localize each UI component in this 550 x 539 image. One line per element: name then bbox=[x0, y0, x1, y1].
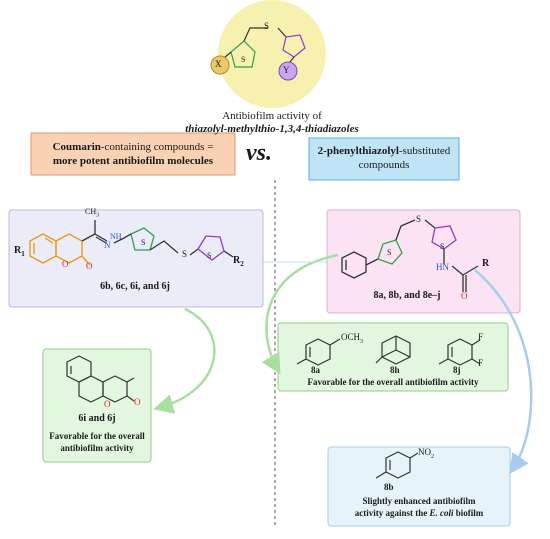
coumarin-compounds-label: 6b, 6c, 6i, and 6j bbox=[100, 281, 170, 292]
r-label: R bbox=[482, 258, 490, 269]
nitro-desc-pre: activity against the bbox=[354, 508, 430, 518]
caption-line2: thiazolyl-methylthio-1,3,4-thiadiazoles bbox=[185, 123, 359, 135]
fluoro-label-2: F bbox=[478, 358, 484, 368]
label-8h: 8h bbox=[390, 365, 400, 375]
substituent-8h-structure bbox=[375, 335, 411, 365]
vs-label: vs. bbox=[246, 140, 272, 166]
header-circle bbox=[218, 0, 326, 108]
amide-hn-label: HN bbox=[436, 262, 449, 272]
phenyl-thiazole-s-label: S bbox=[387, 248, 392, 257]
header-s-label: S bbox=[264, 21, 270, 31]
coumarin-carbonyl-o-label: O bbox=[86, 261, 93, 271]
thiazole-s-label: S bbox=[141, 238, 146, 247]
coumarin-o-label: O bbox=[62, 259, 69, 269]
linker-s-label: S bbox=[182, 249, 188, 259]
naphtho-desc-line2: antibiofilm activity bbox=[60, 443, 134, 453]
phenyl-highlight: 2-phenylthiazolyl bbox=[317, 145, 399, 157]
coumarin-scaffold-box bbox=[8, 209, 264, 308]
y-substituent-circle bbox=[278, 61, 298, 81]
phenyl-heading-rest: -substituted bbox=[398, 145, 451, 157]
nitro-desc-organism: E. coli bbox=[429, 508, 454, 518]
x-substituent-label: X bbox=[215, 59, 222, 69]
och3-label: OCH3 bbox=[341, 332, 364, 345]
arrow-to-nitro bbox=[474, 269, 533, 475]
y-substituent-label: Y bbox=[283, 65, 290, 75]
caption-line1: Antibiofilm activity of bbox=[222, 110, 322, 122]
naphtho-desc-line1: Favorable for the overall bbox=[49, 431, 145, 441]
header-thiazole-s-label: S bbox=[241, 55, 246, 64]
substituent-8j-structure bbox=[438, 338, 481, 366]
naphtho-o-label: O bbox=[104, 399, 111, 409]
coumarin-heading-line2: more potent antibiofilm molecules bbox=[52, 155, 214, 167]
no2-label: NO2 bbox=[418, 447, 434, 460]
substituent-8b-structure bbox=[375, 451, 419, 479]
phenyl-linker-s-label: S bbox=[416, 214, 422, 224]
nitro-box bbox=[327, 446, 511, 527]
hydrazone-n-label: N bbox=[104, 240, 111, 250]
substituents-desc: Favorable for the overall antibiofilm ac… bbox=[307, 377, 479, 387]
general-scaffold-structure bbox=[223, 27, 306, 68]
methyl-label: CH3 bbox=[85, 207, 100, 219]
nitro-desc-line2: activity against the E. coli biofilm bbox=[328, 508, 510, 518]
nitro-desc-post: biofilm bbox=[453, 508, 484, 518]
naphthopyranone-structure bbox=[66, 355, 135, 403]
substituent-8a-structure bbox=[296, 338, 341, 366]
coumarin-scaffold-structure bbox=[29, 220, 234, 266]
amide-o-label: O bbox=[461, 291, 468, 301]
arrow-to-naphtho bbox=[153, 307, 216, 414]
coumarin-box bbox=[30, 132, 236, 176]
fluoro-label-1: F bbox=[478, 332, 484, 342]
r1-label: R1 bbox=[14, 245, 25, 258]
label-8j: 8j bbox=[453, 365, 461, 375]
coumarin-heading-rest: -containing compounds = bbox=[100, 141, 214, 153]
nitro-desc-line1: Slightly enhanced antibiofilm bbox=[362, 496, 476, 506]
phenyl-heading-line1: 2-phenylthiazolyl-substituted bbox=[309, 145, 459, 158]
coumarin-heading-line1: Coumarin-containing compounds = bbox=[31, 141, 235, 154]
thiadiazole-s-label: S bbox=[207, 251, 212, 260]
naphtho-compounds-label: 6i and 6j bbox=[78, 413, 116, 424]
phenyl-scaffold-structure bbox=[341, 219, 479, 292]
phenyl-heading-line2: compounds bbox=[358, 159, 410, 171]
r2-label: R2 bbox=[233, 255, 244, 268]
phenyl-compounds-label: 8a, 8b, and 8e–j bbox=[373, 290, 441, 301]
phenyl-thiadiazole-s-label: S bbox=[440, 242, 445, 251]
phenyl-box bbox=[308, 137, 460, 181]
hydrazone-nh-label: NH bbox=[110, 232, 122, 241]
coumarin-highlight: Coumarin bbox=[52, 141, 101, 153]
label-8b: 8b bbox=[384, 482, 394, 492]
label-8a: 8a bbox=[311, 365, 320, 375]
x-substituent-circle bbox=[210, 55, 230, 75]
naphtho-carbonyl-o-label: O bbox=[134, 397, 141, 407]
